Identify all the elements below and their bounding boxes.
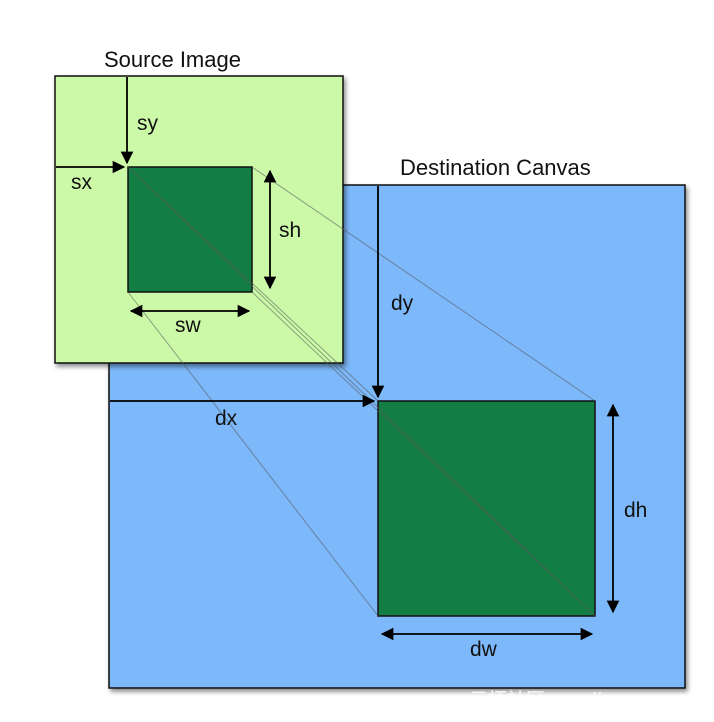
watermark: 云栖社区 yq.aliyun.com	[469, 689, 685, 711]
label-dy: dy	[391, 292, 414, 315]
label-dw: dw	[470, 638, 498, 661]
label-sw: sw	[175, 314, 202, 337]
projection-lines	[127, 166, 596, 617]
destination-rect	[377, 400, 596, 617]
label-sx: sx	[71, 171, 93, 194]
label-sy: sy	[137, 112, 159, 135]
label-dh: dh	[624, 499, 647, 522]
source-image-title: Source Image	[104, 47, 241, 72]
destination-canvas-title: Destination Canvas	[400, 155, 591, 180]
label-dx: dx	[215, 407, 238, 430]
source-rect	[127, 166, 253, 293]
label-sh: sh	[279, 219, 301, 242]
